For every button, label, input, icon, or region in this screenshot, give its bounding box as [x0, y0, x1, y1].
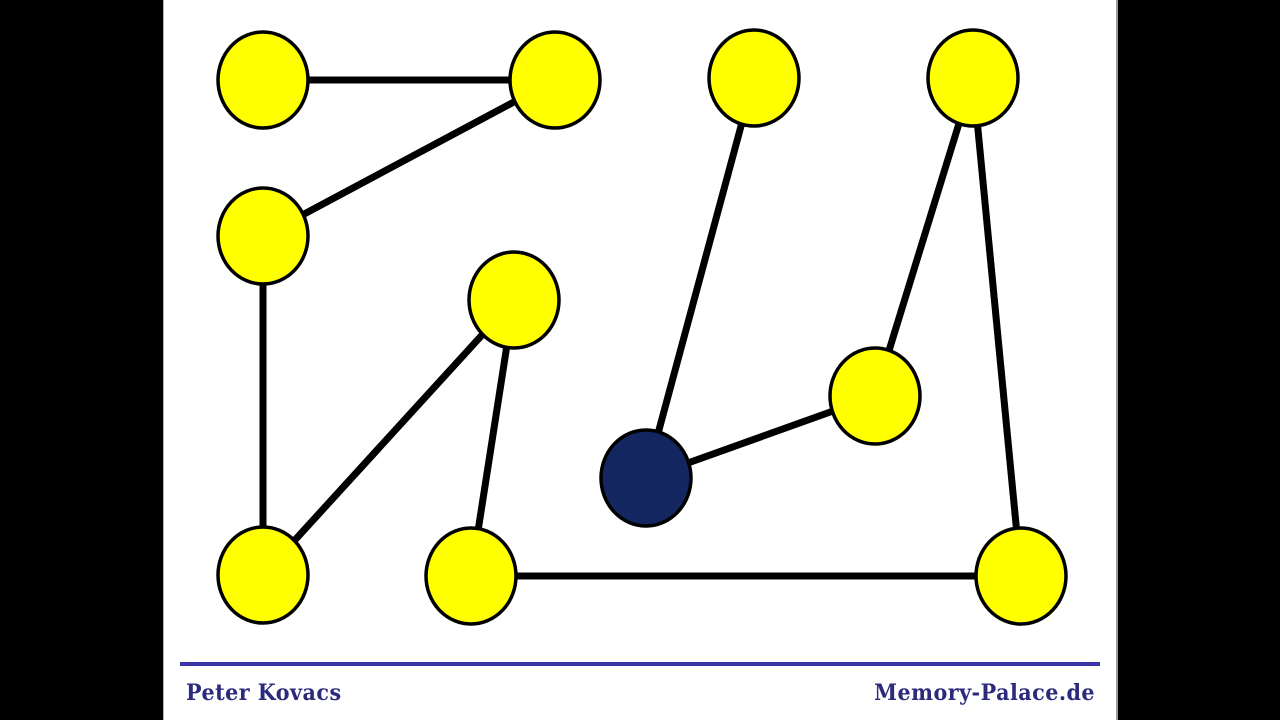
graph-node[interactable]	[974, 526, 1068, 626]
graph-edge	[871, 76, 977, 398]
graph-node[interactable]	[828, 346, 922, 446]
graph-node[interactable]	[424, 526, 518, 626]
graph-node[interactable]	[216, 525, 310, 625]
graph-node[interactable]	[707, 28, 801, 128]
graph-edge	[969, 77, 1025, 577]
footer-site: Memory-Palace.de	[874, 680, 1095, 706]
node-layer	[216, 28, 1068, 626]
slide-panel: Peter Kovacs Memory-Palace.de	[163, 0, 1118, 720]
graph-node-current[interactable]	[599, 428, 693, 528]
graph-node[interactable]	[508, 30, 602, 130]
footer-divider	[180, 662, 1100, 666]
graph-node[interactable]	[216, 186, 310, 286]
memory-palace-graph	[216, 28, 1068, 626]
graph-edge	[260, 297, 517, 578]
graph-edge	[261, 76, 557, 240]
edge-layer	[259, 76, 1025, 580]
graph-node[interactable]	[216, 30, 310, 130]
footer-author: Peter Kovacs	[186, 680, 342, 706]
graph-edge	[642, 77, 758, 479]
slide-footer: Peter Kovacs Memory-Palace.de	[164, 660, 1119, 720]
graph-node[interactable]	[926, 28, 1020, 128]
graph-node[interactable]	[467, 250, 561, 350]
